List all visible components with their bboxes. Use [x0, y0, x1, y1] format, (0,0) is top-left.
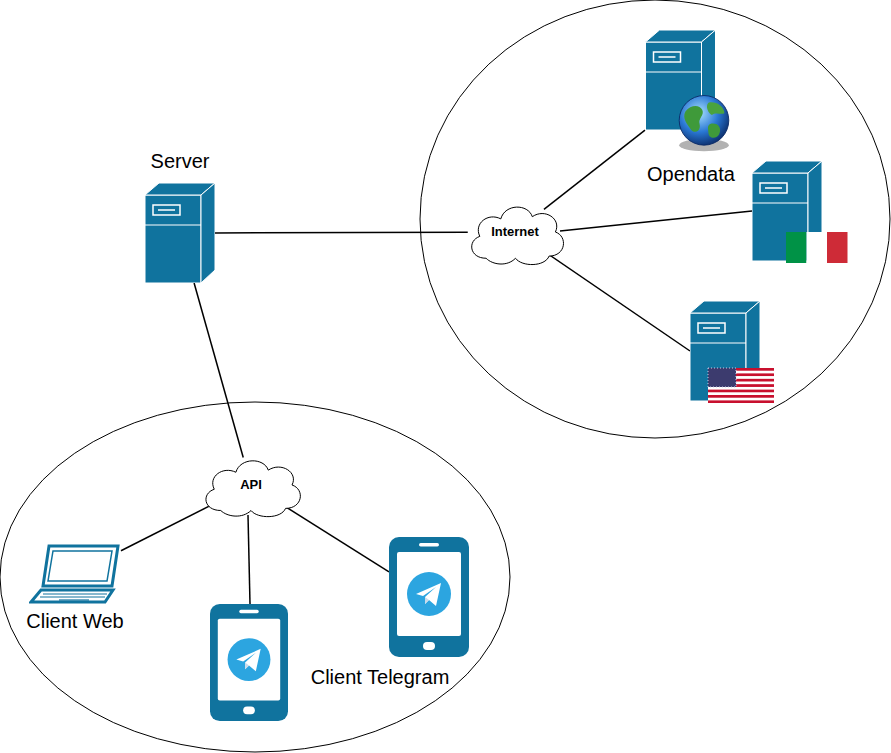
connector-line	[121, 503, 215, 550]
node-label: Client Telegram	[311, 666, 450, 688]
region-ellipse	[0, 402, 510, 752]
connector-line	[215, 231, 468, 233]
node-label: Client Web	[26, 610, 123, 632]
region-ellipse	[420, 0, 890, 438]
network-cloud: Internet	[463, 197, 568, 267]
srvglobe-icon	[645, 30, 737, 158]
cloud-label: API	[240, 477, 262, 493]
connector-line	[544, 130, 645, 209]
link-line	[248, 515, 250, 604]
network-cloud: API	[197, 451, 305, 519]
link-line	[548, 254, 690, 351]
link-line	[560, 211, 752, 231]
laptop-icon	[29, 543, 121, 605]
device-node: Opendata	[645, 30, 737, 185]
device-node: Client Web	[26, 543, 123, 632]
usa-server	[690, 301, 774, 403]
node-label: Opendata	[647, 163, 735, 185]
cloud-label: Internet	[491, 224, 539, 240]
device-node: Server	[145, 150, 215, 283]
phone-icon	[210, 604, 288, 721]
italy-server	[752, 161, 848, 263]
device-node: Client Telegram	[360, 537, 499, 688]
connector-line	[284, 506, 389, 572]
connector-group	[121, 130, 645, 572]
connector-line	[194, 283, 243, 457]
node-label: Server	[151, 150, 210, 172]
server-icon	[145, 183, 215, 283]
phone-icon	[389, 537, 469, 657]
